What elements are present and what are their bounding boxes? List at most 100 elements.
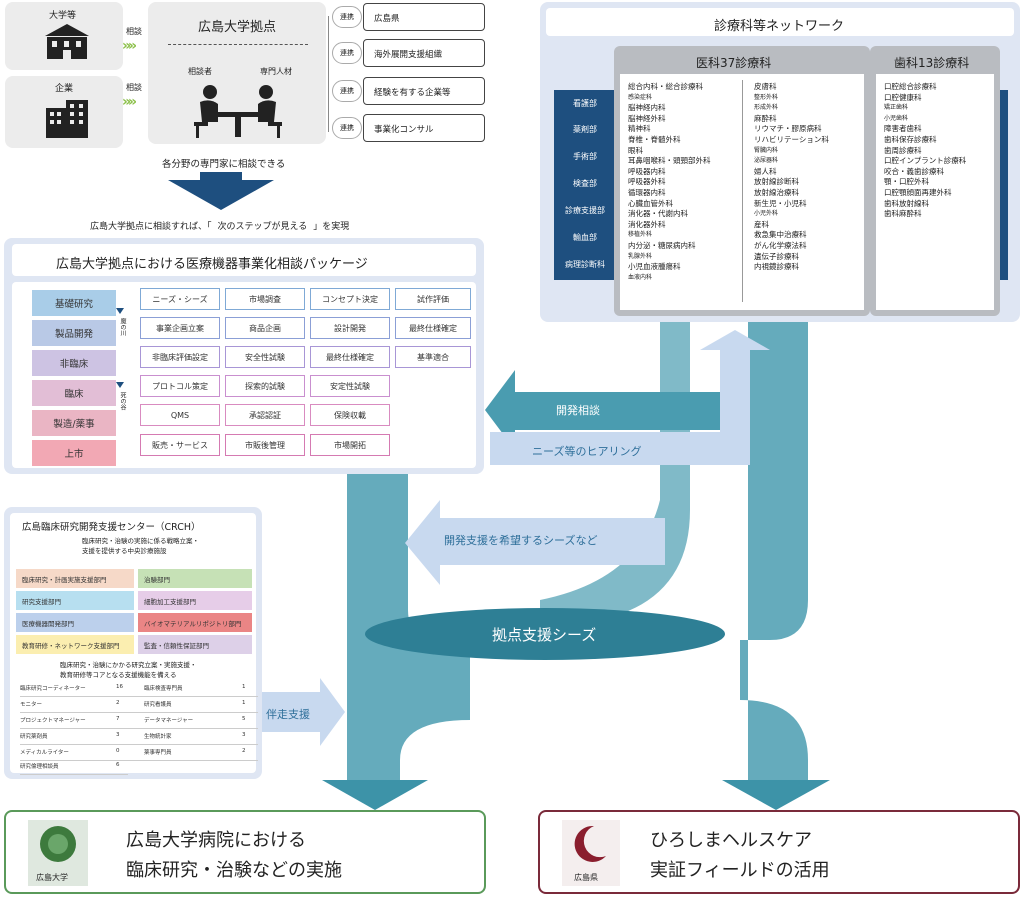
partner-link-badge: 連携 — [332, 6, 362, 28]
medical-col-divider — [742, 80, 743, 302]
partner-item: 経験を有する企業等 — [363, 77, 485, 105]
hiroshima-prefecture-emblem: 広島県 — [562, 820, 620, 886]
network-title: 診療科等ネットワーク — [714, 19, 845, 34]
department-item: 手術部 — [556, 145, 614, 167]
hub-seeds-ellipse — [365, 608, 725, 660]
package-cell: プロトコル策定 — [140, 375, 220, 397]
outcome-healthcare-line-2: 実証フィールドの活用 — [650, 860, 830, 881]
package-cell: 安全性試験 — [225, 346, 305, 368]
outcome-healthcare-line-1: ひろしまヘルスケア — [650, 830, 812, 851]
department-item: 検査部 — [556, 172, 614, 194]
package-cell: 設計開発 — [310, 317, 390, 339]
dental-title: 歯科13診療科 — [894, 56, 970, 70]
package-cell: 承認認証 — [225, 404, 305, 426]
hub-caption: 各分野の専門家に相談できる — [162, 159, 286, 170]
package-cell: 安定性試験 — [310, 375, 390, 397]
crch-department: 臨床研究・計画実施支援部門 — [16, 569, 134, 588]
chevron-arrow-icon: »» — [122, 94, 137, 110]
right-down-arrowhead — [722, 780, 830, 810]
university-source-box: 大学等 — [5, 2, 123, 70]
medical-col-1: 総合内科・総合診療科感染症科脳神経内科脳神経外科精神科脊椎・脊髄外科眼科耳鼻咽喉… — [628, 82, 711, 281]
outcome-healthcare-box: 広島県 ひろしまヘルスケア 実証フィールドの活用 — [538, 810, 1020, 894]
valley-label-2: 死の谷 — [119, 392, 126, 410]
medical-col-2: 皮膚科整形外科形成外科麻酔科リウマチ・膠原病科リハビリテーション科腎臓内科泌尿器… — [754, 82, 829, 272]
valley-marker-2 — [116, 382, 124, 388]
partner-item: 海外展開支援組織 — [363, 39, 485, 67]
stage-label: 製品開発 — [32, 320, 116, 346]
role-consultant: 相談者 — [188, 67, 212, 76]
medical-box: 医科37診療科 総合内科・総合診療科感染症科脳神経内科脳神経外科精神科脊椎・脊髄… — [614, 46, 870, 316]
partner-link-badge: 連携 — [332, 117, 362, 139]
hub-title: 広島大学拠点 — [198, 20, 277, 35]
next-step-line: 広島大学拠点に相談すれば、「次のステップが見える」を実現 — [90, 222, 350, 232]
consult-arrow — [485, 370, 740, 450]
package-cell: 探索的試験 — [225, 375, 305, 397]
left-down-arrowhead — [322, 780, 428, 810]
university-building-icon — [45, 24, 89, 59]
package-cell: ニーズ・シーズ — [140, 288, 220, 310]
stage-label: 製造/薬事 — [32, 410, 116, 436]
medical-title: 医科37診療科 — [696, 56, 772, 70]
network-panel: 診療科等ネットワーク 看護部 薬剤部 手術部 検査部 診療支援部 輸血部 病理診… — [540, 2, 1020, 322]
university-label: 大学等 — [49, 11, 77, 21]
partner-item: 広島県 — [363, 3, 485, 31]
package-title-bar: 広島大学拠点における医療機器事業化相談パッケージ — [12, 244, 476, 276]
package-cell: 最終仕様確定 — [395, 317, 471, 339]
package-cell: 市場調査 — [225, 288, 305, 310]
package-cell: 試作評価 — [395, 288, 471, 310]
partner-bracket — [328, 16, 334, 132]
hub-seeds-label: 拠点支援シーズ — [492, 626, 597, 644]
crch-subtitle-2: 支援を提供する中央診療施設 — [82, 547, 167, 555]
package-cell: 商品企画 — [225, 317, 305, 339]
crch-department: バイオマテリアルリポジトリ部門 — [138, 613, 252, 632]
crch-functions-2: 教育研修等コアとなる支援機能を備える — [60, 671, 177, 679]
role-expert: 専門人材 — [260, 67, 292, 76]
emblem-label: 広島大学 — [36, 873, 68, 882]
stage-label: 非臨床 — [32, 350, 116, 376]
company-source-box: 企業 — [5, 76, 123, 148]
crch-functions-1: 臨床研究・治験にかかる研究立案・実施支援・ — [60, 661, 197, 669]
seeds-flow-label: 開発支援を希望するシーズなど — [444, 534, 598, 547]
accompany-flow-label: 伴走支援 — [266, 708, 310, 721]
stage-label: 基礎研究 — [32, 290, 116, 316]
dental-col: 口腔総合診療科口腔健康科矯正歯科小児歯科障害者歯科歯科保存診療科歯周診療科口腔イ… — [884, 82, 967, 219]
network-title-bar: 診療科等ネットワーク — [546, 8, 1014, 36]
meeting-people-icon — [194, 85, 282, 138]
crch-department: 研究支援部門 — [16, 591, 134, 610]
crch-department: 細胞加工支援部門 — [138, 591, 252, 610]
crch-department: 医療機器開発部門 — [16, 613, 134, 632]
department-item: 薬剤部 — [556, 118, 614, 140]
accompany-arrow — [262, 678, 345, 746]
hub-divider — [168, 44, 308, 45]
right-flow-band — [740, 320, 808, 780]
package-cell: コンセプト決定 — [310, 288, 390, 310]
package-cell: 非臨床評価設定 — [140, 346, 220, 368]
hearing-arrow — [490, 330, 770, 465]
department-item: 看護部 — [556, 92, 614, 114]
crch-department: 治験部門 — [138, 569, 252, 588]
medical-list: 総合内科・総合診療科感染症科脳神経内科脳神経外科精神科脊椎・脊髄外科眼科耳鼻咽喉… — [620, 74, 864, 310]
package-cell: 販売・サービス — [140, 434, 220, 456]
package-title: 広島大学拠点における医療機器事業化相談パッケージ — [56, 257, 368, 272]
consult-arrow-label-1: 相談 — [126, 27, 142, 36]
outcome-hospital-box: 広島大学 広島大学病院における 臨床研究・治験などの実施 — [4, 810, 486, 894]
emblem-label: 広島県 — [574, 873, 598, 882]
dental-list: 口腔総合診療科口腔健康科矯正歯科小児歯科障害者歯科歯科保存診療科歯周診療科口腔イ… — [876, 74, 994, 310]
company-label: 企業 — [55, 84, 74, 94]
package-cell: 保険収載 — [310, 404, 390, 426]
valley-marker-1 — [116, 308, 124, 314]
partner-link-badge: 連携 — [332, 80, 362, 102]
package-body: 基礎研究 製品開発 非臨床 臨床 製造/薬事 上市 魔の川 死の谷 ニーズ・シー… — [12, 282, 476, 468]
package-cell: 基準適合 — [395, 346, 471, 368]
package-cell: 事業企画立案 — [140, 317, 220, 339]
consult-flow-label: 開発相談 — [556, 404, 600, 417]
seeds-arrow — [405, 500, 665, 585]
consult-arrow-label-2: 相談 — [126, 83, 142, 92]
partner-item: 事業化コンサル — [363, 114, 485, 142]
